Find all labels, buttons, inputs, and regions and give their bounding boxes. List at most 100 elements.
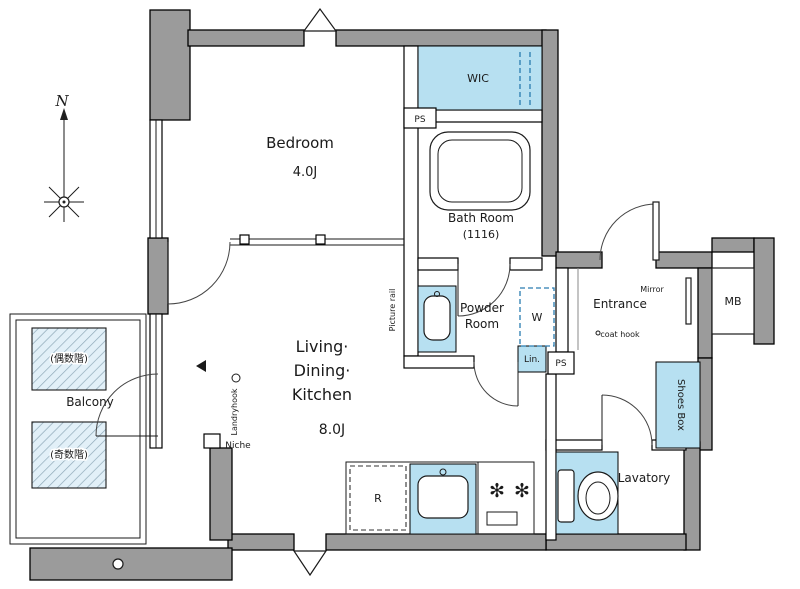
- bathtub-outer: [429, 131, 531, 211]
- doors: [95, 201, 660, 446]
- kitchen-faucet: [439, 468, 447, 476]
- ps-upper-box: [403, 107, 437, 129]
- partition-post: [239, 234, 250, 245]
- balcony-area: [9, 313, 147, 545]
- burner-icon: ✻: [489, 480, 505, 502]
- powder-label-2: Room: [465, 317, 499, 331]
- shoes-box-label: Shoes Box: [675, 379, 686, 431]
- washer-space: [519, 287, 555, 347]
- balcony-door-arc: [95, 373, 159, 437]
- windows: [149, 119, 163, 449]
- north-compass-icon: [44, 108, 84, 222]
- bathroom-label: Bath Room: [448, 211, 514, 225]
- coat-hook-label: coat hook: [600, 330, 640, 339]
- lavatory-label: Lavatory: [618, 471, 671, 485]
- bedroom-door-arc: [167, 241, 231, 305]
- niche-box: [203, 433, 221, 449]
- front-door-leaf: [652, 201, 660, 261]
- balcony-even-label: (偶数階): [50, 352, 88, 365]
- wall-segment: [711, 237, 755, 253]
- entrance-label: Entrance: [593, 297, 647, 311]
- bathroom-door-arc: [457, 263, 511, 317]
- ac-space-odd: [31, 421, 107, 489]
- ps-upper-label: PS: [414, 115, 425, 125]
- partition: [545, 373, 557, 541]
- partition: [509, 257, 543, 271]
- refrigerator-label: R: [374, 492, 382, 505]
- ldk-label-3: Kitchen: [292, 385, 352, 404]
- wall-segment: [335, 29, 547, 47]
- ldk-size: 8.0J: [319, 422, 345, 438]
- partition: [555, 267, 569, 353]
- partition: [403, 355, 475, 369]
- ps-hall-label: PS: [555, 359, 566, 369]
- highlight-areas: [409, 45, 701, 535]
- labels: N Bedroom 4.0J Living· Dining· Kitchen 8…: [49, 72, 742, 505]
- toilet-cistern: [557, 469, 575, 523]
- linen-label: Lin.: [524, 355, 540, 365]
- wall-segment: [541, 29, 559, 257]
- wall-segment: [697, 267, 713, 359]
- front-door-arc: [599, 203, 657, 261]
- compass-label: N: [54, 92, 69, 110]
- bathroom-size: (1116): [463, 228, 500, 241]
- fixtures-geometry: [203, 107, 755, 535]
- powder-label-1: Powder: [460, 301, 504, 315]
- refrigerator-space: [349, 465, 407, 531]
- balcony-railing-outer: [9, 313, 147, 545]
- vanity-basin: [423, 295, 451, 341]
- coat-hook-symbol: [595, 330, 601, 336]
- vanity-faucet: [434, 291, 440, 297]
- balcony-odd-label: (奇数階): [50, 448, 88, 461]
- picture-rail-label: Picture rail: [388, 289, 397, 332]
- vent-top-icon: [302, 7, 338, 32]
- partition: [403, 45, 419, 357]
- ac-space-even: [31, 327, 107, 391]
- balcony-railing-inner: [15, 319, 141, 539]
- wic-area: [417, 45, 543, 111]
- toilet-bowl-inner: [585, 481, 611, 515]
- balcony-label: Balcony: [66, 395, 114, 409]
- bathtub-inner: [437, 139, 523, 203]
- exterior-walls: [29, 9, 775, 581]
- washer-label: W: [532, 311, 543, 324]
- ldk-label-1: Living·: [296, 337, 349, 356]
- vent-bottom-icon: [292, 550, 328, 577]
- lavatory-door-arc: [601, 394, 653, 446]
- wall-segment: [655, 251, 713, 269]
- shoes-box-area: [655, 361, 701, 449]
- grill: [486, 511, 518, 526]
- powder-door-arc: [473, 361, 519, 407]
- bedroom-label: Bedroom: [266, 134, 334, 152]
- wall-segment: [325, 533, 547, 551]
- wall-segment: [149, 9, 191, 121]
- symbols: [44, 7, 338, 577]
- meter-box-label: MB: [724, 295, 741, 308]
- niche-label: Niche: [225, 441, 251, 451]
- partition: [433, 109, 543, 123]
- ps-hall-box: [547, 351, 575, 375]
- wall-segment: [753, 237, 775, 345]
- wall-segment: [29, 547, 233, 581]
- partition: [417, 257, 459, 271]
- wall-segment: [209, 447, 233, 541]
- partition-post: [315, 234, 326, 245]
- direction-marker-icon: [196, 360, 206, 372]
- wall-segment: [227, 533, 295, 551]
- bedroom-size: 4.0J: [293, 165, 318, 180]
- wall-segment: [555, 251, 603, 269]
- toilet-bowl: [577, 471, 619, 521]
- kitchen-counter: [345, 461, 535, 535]
- wall-segment: [187, 29, 305, 47]
- drain-symbol: [112, 558, 124, 570]
- burner-icon: ✻: [514, 480, 530, 502]
- kitchen-basin: [417, 475, 469, 519]
- linen-area: [517, 345, 547, 373]
- ldk-label-2: Dining·: [294, 361, 351, 380]
- meter-box: [711, 267, 755, 335]
- laundry-hook-label: Landryhook: [230, 388, 239, 435]
- mirror-label: Mirror: [640, 285, 664, 294]
